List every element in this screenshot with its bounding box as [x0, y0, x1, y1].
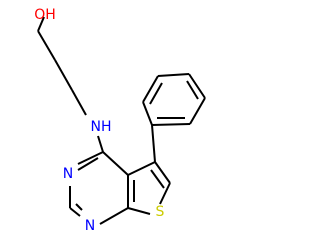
bond-ph3-ph4	[157, 73, 190, 77]
bonds	[37, 16, 206, 225]
bond-c5-phenyl	[151, 124, 156, 163]
bond-c2-n1-b	[75, 203, 83, 211]
bond-c4a-c4	[102, 151, 129, 176]
bond-ph5-ph6	[189, 97, 206, 125]
bond-s-c7a	[127, 207, 151, 215]
bond-c2-n1-a	[69, 207, 81, 217]
pyrimidine-n3-label: N	[63, 166, 73, 182]
bond-n-c4	[97, 135, 104, 153]
bond-phenyl-inner-1	[149, 82, 163, 105]
bond-c5-c6-a	[154, 161, 171, 184]
bond-phenyl-inner-2	[186, 80, 199, 100]
bond-o-c1	[37, 16, 45, 32]
bond-c1-c2	[37, 30, 56, 61]
bond-c4-n3-double-b	[77, 157, 99, 171]
bond-ph2-ph3	[142, 75, 159, 103]
bond-c4a-c5	[127, 161, 156, 176]
pyrimidine-n1-label: N	[85, 218, 95, 234]
bond-c5-c6-b	[150, 169, 165, 189]
bond-ph4-ph5	[188, 73, 206, 99]
hydroxyl-label: OH	[34, 7, 56, 23]
atom-labels: OH NH N N S	[34, 7, 164, 234]
bond-n1-c7a	[99, 207, 129, 225]
thiophene-s-label: S	[156, 204, 165, 220]
molecule-structure: OH NH N N S	[34, 7, 206, 234]
bond-ph6-ph1	[151, 123, 191, 126]
bond-ph1-ph2	[142, 101, 153, 126]
bond-c2-c3	[54, 59, 73, 91]
bond-c6-s	[159, 182, 171, 205]
bond-c3-n	[71, 89, 87, 116]
amine-label: NH	[91, 119, 112, 135]
bond-c4-n3-double-a	[77, 151, 104, 165]
